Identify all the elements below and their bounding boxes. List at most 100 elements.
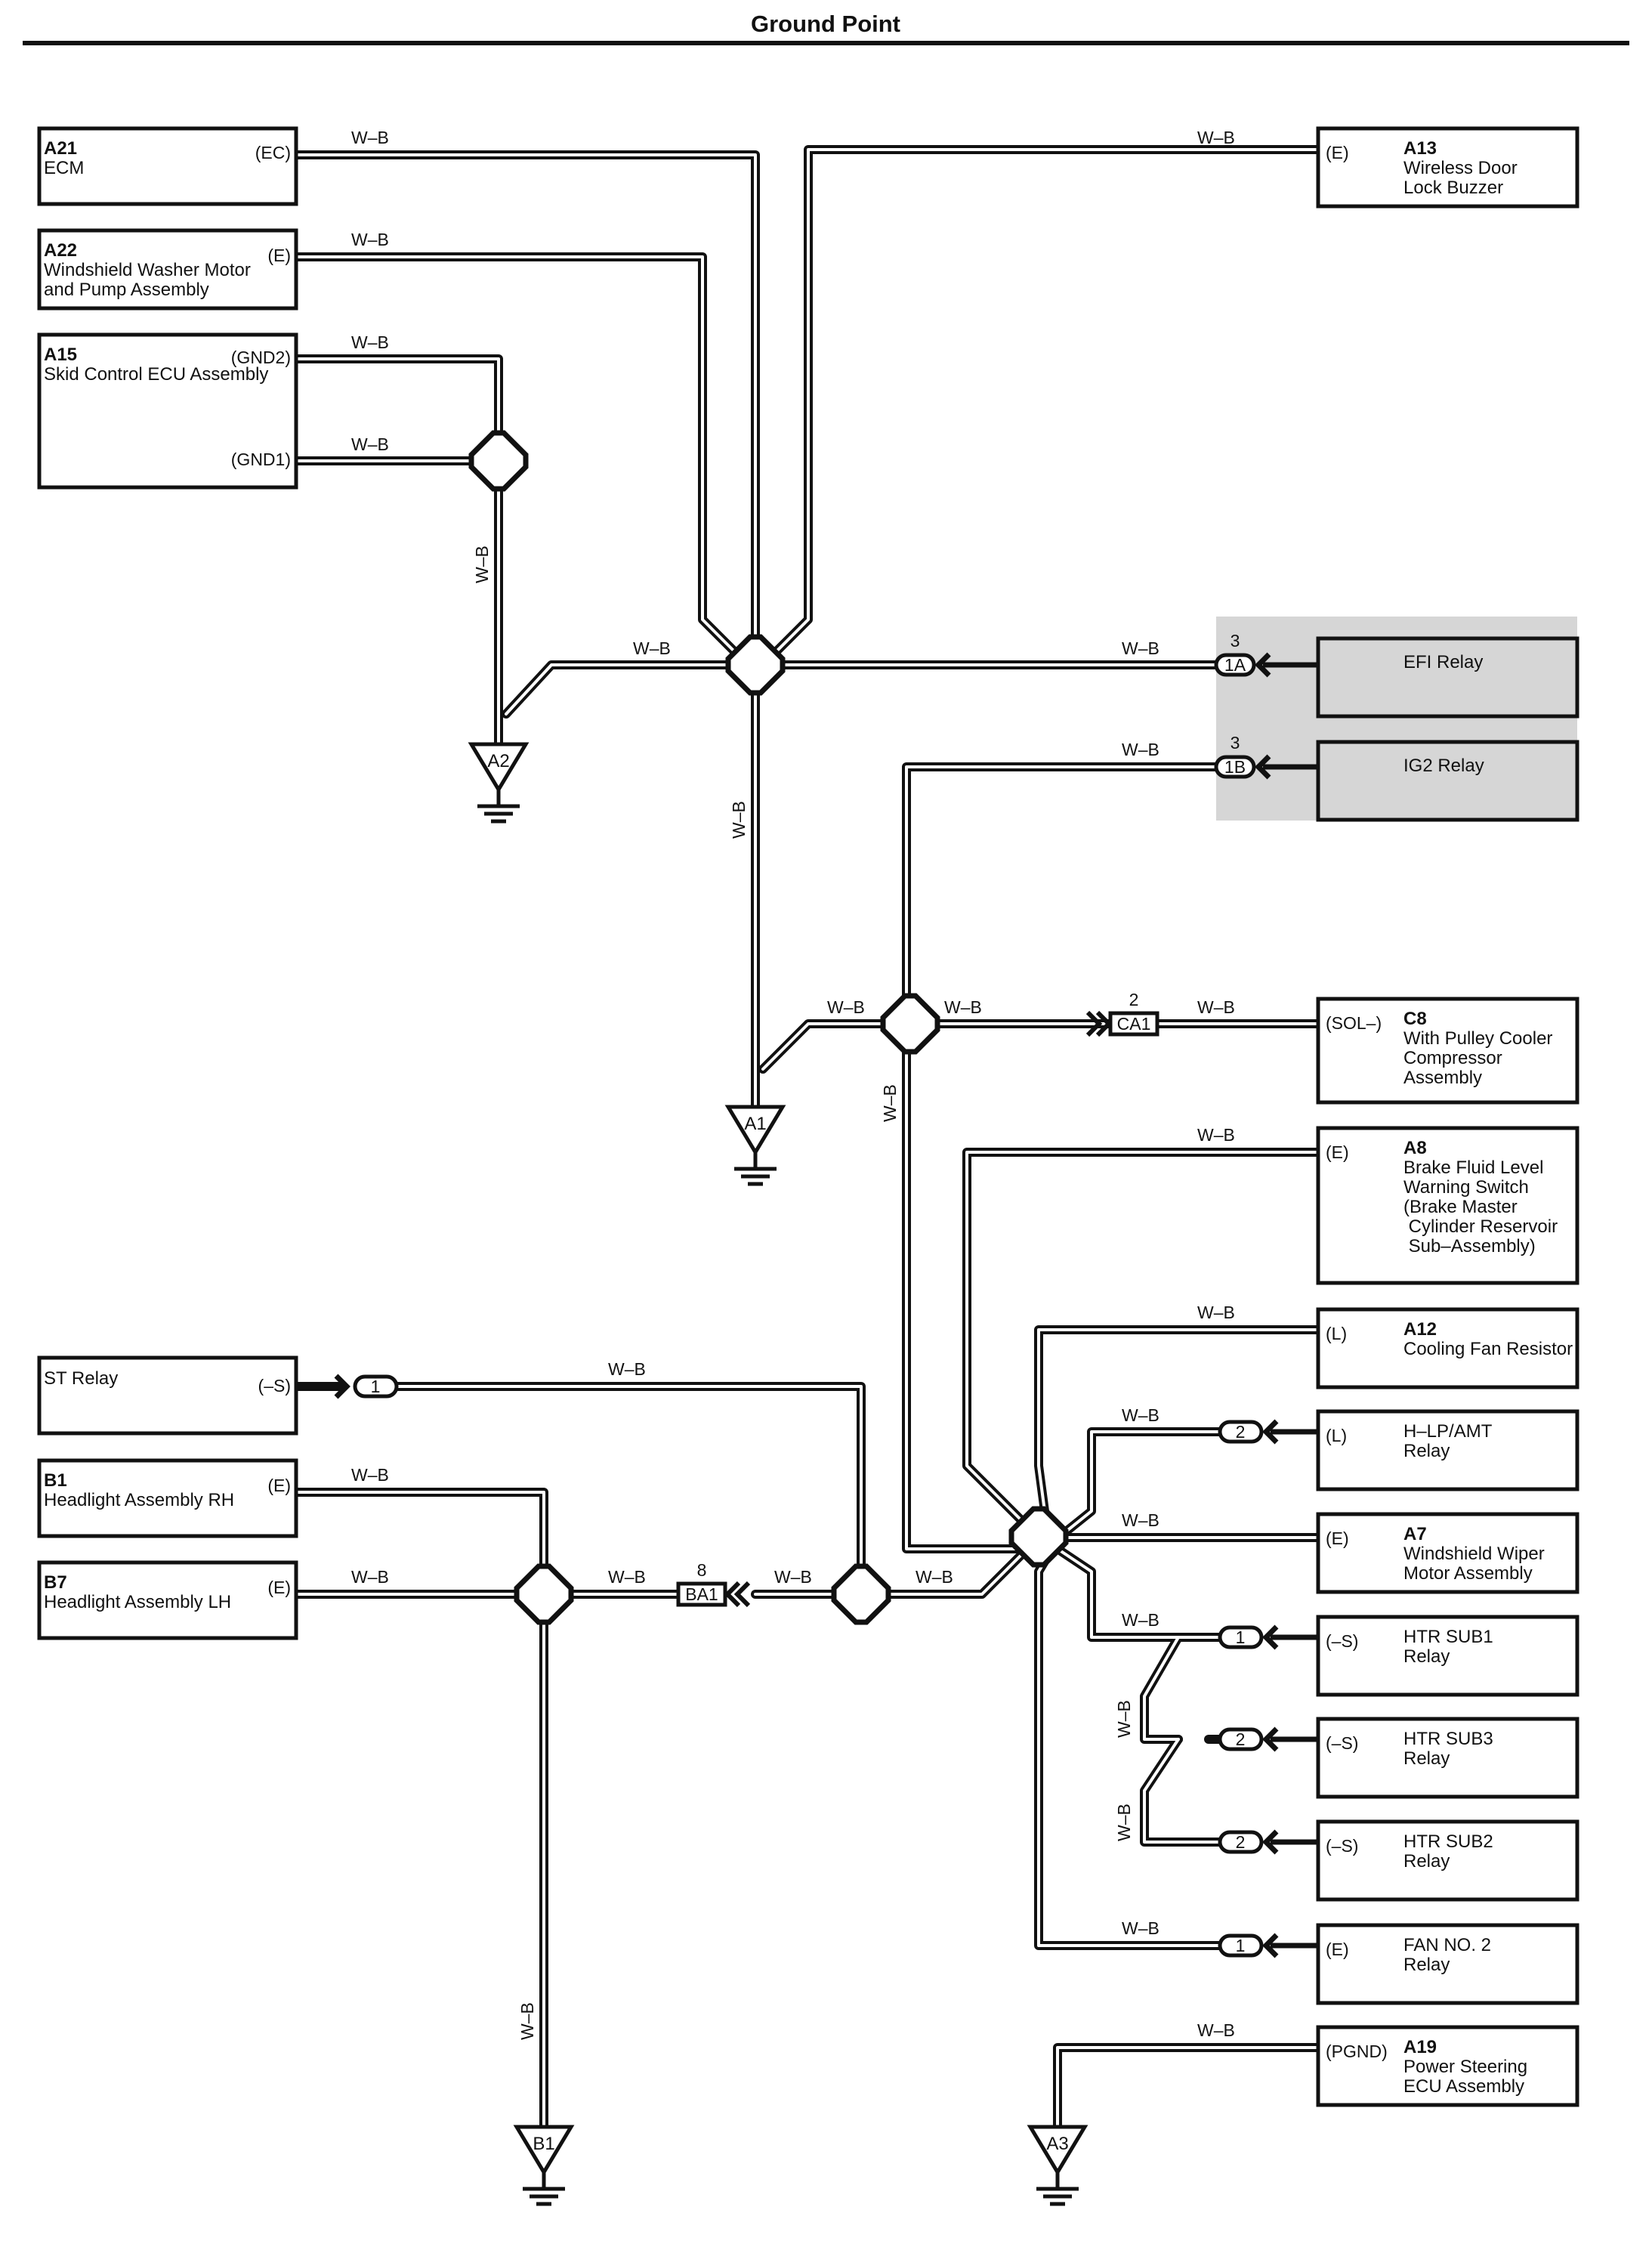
pin-label: (L) — [1326, 1426, 1347, 1445]
component-a22: A22 Windshield Washer Motor and Pump Ass… — [37, 228, 298, 311]
wire-color-labels: W–B W–B W–B W–B W–B W–B W–B W–B W–B W–B … — [351, 128, 1235, 2040]
junctions — [468, 430, 1069, 1625]
component-name: Windshield Wiper — [1403, 1544, 1545, 1564]
component-code: B1 — [44, 1470, 67, 1491]
ground-label: A1 — [744, 1114, 766, 1134]
pin-label: (E) — [1326, 143, 1349, 162]
component-htr-sub2: (–S) HTR SUB2 Relay — [1316, 1819, 1579, 1902]
component-name: IG2 Relay — [1403, 756, 1484, 776]
pin-label: (GND2) — [231, 348, 291, 367]
component-name: Compressor — [1403, 1048, 1502, 1068]
ground-label: A2 — [487, 751, 509, 771]
terminal-htr3: 2 — [1218, 1726, 1318, 1752]
connector-ca1: CA1 2 — [1085, 990, 1159, 1037]
pin-label: (SOL–) — [1326, 1013, 1382, 1033]
component-name: Power Steering — [1403, 2057, 1527, 2077]
wire-label: W–B — [1197, 1125, 1235, 1145]
ground-a1: A1 — [728, 1107, 783, 1184]
component-name: ECU Assembly — [1403, 2076, 1524, 2097]
pin-label: (E) — [267, 1578, 291, 1597]
component-code: A13 — [1403, 138, 1437, 159]
wire-label: W–B — [351, 230, 389, 249]
terminal-number: 2 — [1236, 1422, 1246, 1442]
terminal-number: 1 — [1236, 1627, 1246, 1647]
wire-label: W–B — [880, 1084, 900, 1122]
ground-label: B1 — [533, 2134, 554, 2154]
component-name: Relay — [1403, 1955, 1450, 1975]
component-hlp-relay: (L) H–LP/AMT Relay — [1316, 1409, 1579, 1491]
component-code: A22 — [44, 240, 77, 261]
connector-1b: 1B 3 — [1214, 733, 1318, 780]
component-name: Wireless Door — [1403, 158, 1518, 178]
component-name: and Pump Assembly — [44, 280, 209, 300]
wire-label: W–B — [916, 1567, 953, 1587]
wires — [292, 145, 1323, 2135]
component-code: A8 — [1403, 1138, 1427, 1158]
component-a12: (L) A12 Cooling Fan Resistor — [1316, 1307, 1579, 1389]
connector-ba1: BA1 8 — [676, 1560, 751, 1608]
ground-a2: A2 — [471, 744, 526, 821]
component-name: Relay — [1403, 1441, 1450, 1461]
component-code: A12 — [1403, 1319, 1437, 1340]
wire-label: W–B — [351, 434, 389, 454]
component-name: With Pulley Cooler — [1403, 1028, 1552, 1049]
wire-label: W–B — [472, 546, 492, 583]
terminal-number: 1 — [1236, 1936, 1246, 1955]
terminal-number: 3 — [1231, 631, 1240, 651]
wire-label: W–B — [1197, 1303, 1235, 1322]
wire-label: W–B — [608, 1567, 646, 1587]
component-name: Cylinder Reservoir — [1403, 1216, 1558, 1237]
component-a8: (E) A8 Brake Fluid Level Warning Switch … — [1316, 1126, 1579, 1285]
pin-label: (E) — [267, 1476, 291, 1495]
wire-label: W–B — [1122, 638, 1159, 658]
terminal-number: 2 — [1236, 1832, 1246, 1852]
junction-right — [1008, 1506, 1069, 1568]
component-a21: A21 ECM (EC) — [37, 126, 298, 206]
component-name: ST Relay — [44, 1368, 118, 1389]
component-name: HTR SUB2 — [1403, 1831, 1493, 1852]
component-name: HTR SUB3 — [1403, 1729, 1493, 1749]
component-name: H–LP/AMT — [1403, 1421, 1493, 1442]
component-code: A19 — [1403, 2037, 1437, 2057]
wire-label: W–B — [1197, 2020, 1235, 2040]
pin-label: (E) — [1326, 1940, 1349, 1959]
wire-label: W–B — [351, 128, 389, 147]
terminal-number: 1 — [371, 1377, 381, 1396]
terminal-number: 2 — [1129, 990, 1139, 1009]
wire-label: W–B — [1197, 128, 1235, 147]
wire-label: W–B — [1122, 1405, 1159, 1425]
component-name: (Brake Master — [1403, 1197, 1518, 1217]
component-name: Sub–Assembly) — [1403, 1236, 1536, 1256]
wire-label: W–B — [774, 1567, 812, 1587]
pin-label: (–S) — [1326, 1631, 1358, 1651]
component-code: B7 — [44, 1572, 67, 1593]
pin-label: (–S) — [1326, 1733, 1358, 1753]
terminal-number: 8 — [697, 1560, 707, 1580]
component-name: Lock Buzzer — [1403, 178, 1503, 198]
wire-label: W–B — [1197, 997, 1235, 1017]
component-name: ECM — [44, 158, 84, 178]
component-name: EFI Relay — [1403, 652, 1483, 672]
component-htr-sub3: (–S) HTR SUB3 Relay — [1316, 1717, 1579, 1799]
pin-label: (GND1) — [231, 450, 291, 469]
junction-main — [725, 634, 786, 696]
component-name: FAN NO. 2 — [1403, 1935, 1491, 1955]
junction-headlight — [514, 1563, 574, 1625]
wire-label: W–B — [1122, 1918, 1159, 1938]
component-name: Brake Fluid Level — [1403, 1158, 1543, 1178]
pin-label: (E) — [1326, 1142, 1349, 1162]
component-b1: B1 Headlight Assembly RH (E) — [37, 1458, 298, 1538]
wire-label: W–B — [1122, 740, 1159, 759]
wire-label: W–B — [1114, 1700, 1134, 1738]
component-name: Relay — [1403, 1851, 1450, 1872]
component-a15: A15 Skid Control ECU Assembly (GND2) (GN… — [37, 332, 298, 490]
connector-label: 1A — [1224, 655, 1246, 675]
pin-label: (E) — [1326, 1528, 1349, 1548]
component-name: Warning Switch — [1403, 1177, 1529, 1198]
component-code: A7 — [1403, 1524, 1427, 1544]
component-name: Relay — [1403, 1748, 1450, 1769]
terminal-st: 1 — [334, 1374, 399, 1399]
connector-1a: 1A 3 — [1214, 631, 1318, 678]
component-ig2-relay: IG2 Relay — [1316, 740, 1579, 822]
